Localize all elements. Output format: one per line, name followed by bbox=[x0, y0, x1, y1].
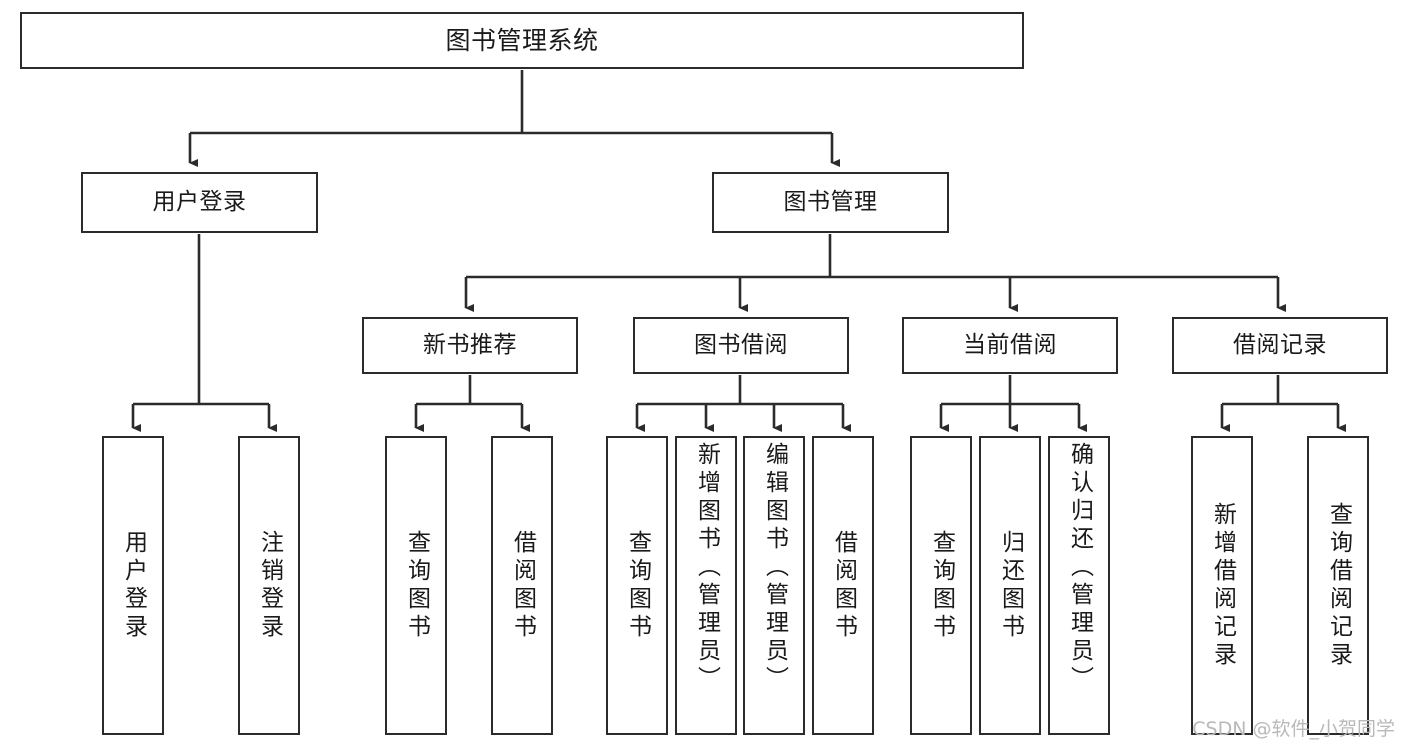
node-leaf-confirm-return-admin[interactable]: 确认归还（管理员） bbox=[1048, 436, 1110, 735]
node-label: 编辑图书（管理员） bbox=[761, 442, 788, 694]
node-leaf-query-book-recommend[interactable]: 查询图书 bbox=[385, 436, 447, 735]
node-label: 确认归还（管理员） bbox=[1066, 442, 1093, 694]
node-borrow-record[interactable]: 借阅记录 bbox=[1172, 317, 1388, 374]
node-leaf-query-book-current[interactable]: 查询图书 bbox=[910, 436, 972, 735]
node-leaf-user-login[interactable]: 用户登录 bbox=[102, 436, 164, 735]
node-book-borrow[interactable]: 图书借阅 bbox=[633, 317, 849, 374]
node-label: 图书管理系统 bbox=[445, 26, 599, 55]
node-leaf-query-borrow-record[interactable]: 查询借阅记录 bbox=[1307, 436, 1369, 735]
node-label: 新增图书（管理员） bbox=[693, 442, 720, 694]
node-leaf-add-book-admin[interactable]: 新增图书（管理员） bbox=[675, 436, 737, 735]
node-new-book-recommend[interactable]: 新书推荐 bbox=[362, 317, 578, 374]
node-label: 查询借阅记录 bbox=[1325, 501, 1352, 670]
node-leaf-query-book-borrow[interactable]: 查询图书 bbox=[606, 436, 668, 735]
node-current-borrow[interactable]: 当前借阅 bbox=[902, 317, 1118, 374]
node-label: 借阅记录 bbox=[1233, 332, 1327, 359]
node-leaf-add-borrow-record[interactable]: 新增借阅记录 bbox=[1191, 436, 1253, 735]
node-label: 图书借阅 bbox=[694, 332, 788, 359]
node-label: 归还图书 bbox=[997, 529, 1024, 642]
node-leaf-return-book[interactable]: 归还图书 bbox=[979, 436, 1041, 735]
node-label: 当前借阅 bbox=[963, 332, 1057, 359]
node-label: 查询图书 bbox=[928, 529, 955, 642]
node-label: 查询图书 bbox=[403, 529, 430, 642]
node-leaf-edit-book-admin[interactable]: 编辑图书（管理员） bbox=[743, 436, 805, 735]
node-label: 借阅图书 bbox=[509, 529, 536, 642]
node-label: 查询图书 bbox=[624, 529, 651, 642]
node-label: 借阅图书 bbox=[830, 529, 857, 642]
node-root-book-management-system[interactable]: 图书管理系统 bbox=[20, 12, 1024, 69]
node-label: 新书推荐 bbox=[423, 332, 517, 359]
node-book-management[interactable]: 图书管理 bbox=[712, 172, 949, 233]
node-label: 新增借阅记录 bbox=[1209, 501, 1236, 670]
node-leaf-borrow-book-recommend[interactable]: 借阅图书 bbox=[491, 436, 553, 735]
node-leaf-borrow-book-borrow[interactable]: 借阅图书 bbox=[812, 436, 874, 735]
node-label: 注销登录 bbox=[256, 529, 283, 642]
node-label: 图书管理 bbox=[783, 189, 878, 216]
node-label: 用户登录 bbox=[120, 529, 147, 642]
node-user-login[interactable]: 用户登录 bbox=[81, 172, 318, 233]
watermark-text: CSDN @软件_小贺同学 bbox=[1192, 718, 1395, 740]
node-leaf-logout[interactable]: 注销登录 bbox=[238, 436, 300, 735]
node-label: 用户登录 bbox=[152, 189, 247, 216]
